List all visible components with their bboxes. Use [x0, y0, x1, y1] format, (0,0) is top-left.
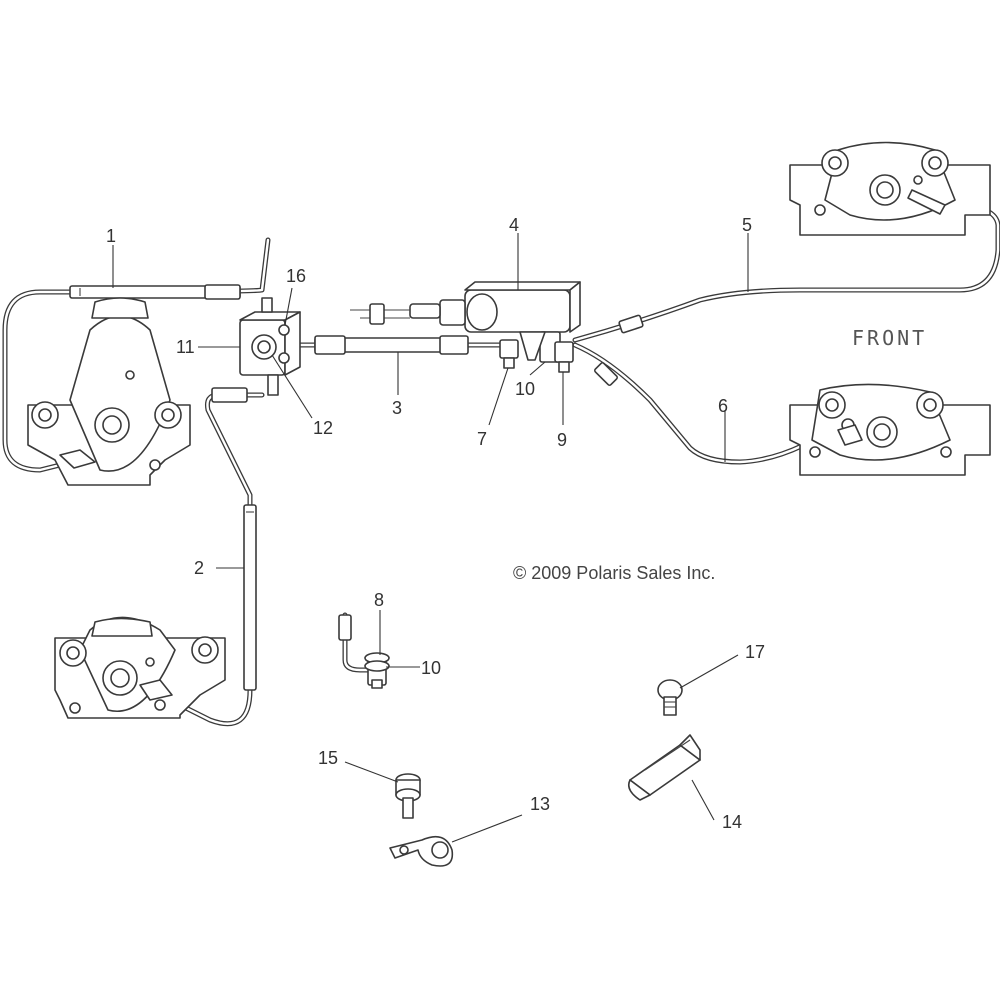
hose-5-front-right [572, 202, 1000, 343]
callout-14: 14 [722, 812, 742, 832]
callout-9: 9 [557, 430, 567, 450]
front-label: FRONT [852, 326, 927, 350]
callout-5: 5 [742, 215, 752, 235]
junction-block [239, 297, 301, 396]
callout-1: 1 [106, 226, 116, 246]
clip-14 [627, 734, 701, 801]
hose-6-front-left [572, 342, 848, 465]
callout-10-lower: 10 [421, 658, 441, 678]
caliper-rear-left-lower [54, 616, 226, 719]
callout-16: 16 [286, 266, 306, 286]
callout-12: 12 [313, 418, 333, 438]
caliper-front-right-upper [789, 141, 991, 236]
callout-8: 8 [374, 590, 384, 610]
p-clamp-13 [389, 835, 454, 867]
callout-10-upper: 10 [515, 379, 535, 399]
fitting-7 [499, 339, 519, 369]
callout-17: 17 [745, 642, 765, 662]
callout-2: 2 [194, 558, 204, 578]
master-cylinder [350, 281, 581, 363]
caliper-front-right-lower [789, 383, 991, 476]
copyright-text: © 2009 Polaris Sales Inc. [513, 563, 715, 583]
screw-17 [657, 679, 683, 716]
caliper-rear-left-upper [27, 297, 191, 486]
fitting-9 [554, 341, 574, 373]
callout-13: 13 [530, 794, 550, 814]
callout-7: 7 [477, 429, 487, 449]
banjo-fitting-8 [338, 612, 390, 689]
callout-3: 3 [392, 398, 402, 418]
callout-6: 6 [718, 396, 728, 416]
hose-1-rear-left [2, 237, 271, 473]
callout-15: 15 [318, 748, 338, 768]
hose-3-center [282, 335, 503, 355]
bolt-15 [395, 773, 421, 819]
callout-11: 11 [176, 337, 195, 357]
callout-4: 4 [509, 215, 519, 235]
hose-2-rear-lower [147, 387, 265, 727]
callout-labels: 1 2 3 4 5 6 7 8 9 10 10 11 12 13 14 15 1… [106, 215, 765, 832]
leader-lines [112, 233, 749, 843]
